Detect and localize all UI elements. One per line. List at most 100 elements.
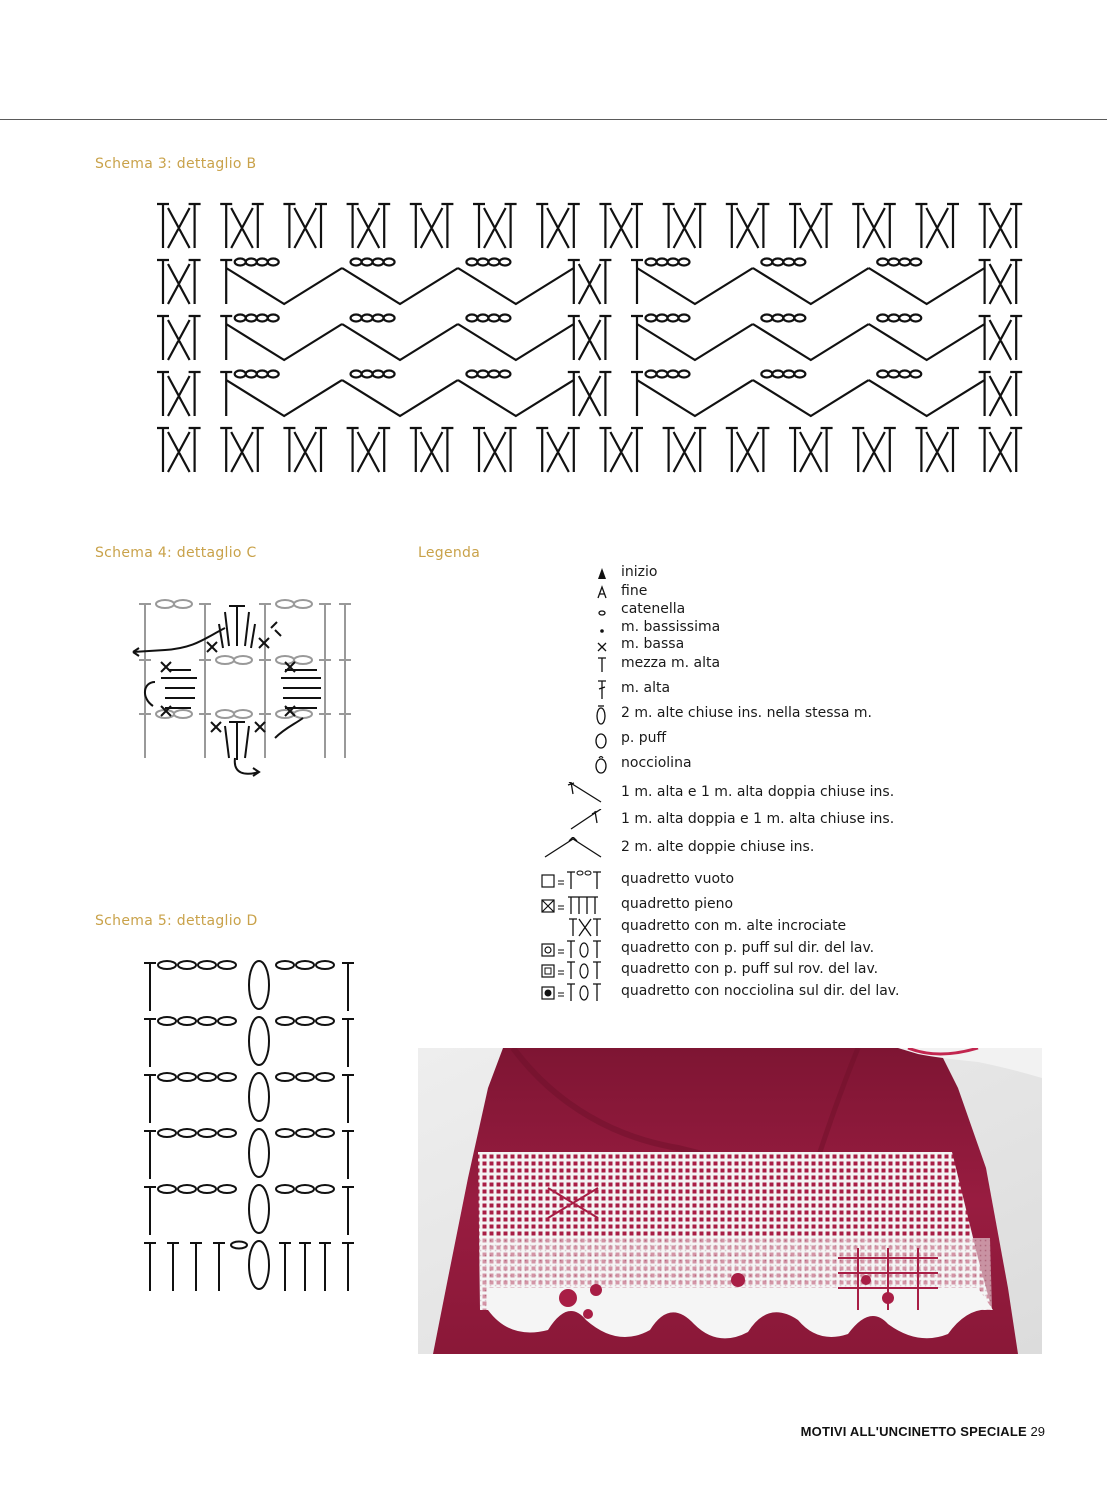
chain-stitch xyxy=(373,371,384,378)
top-rule xyxy=(0,119,1107,120)
chain-stitch xyxy=(246,315,257,322)
chain-stitch xyxy=(657,315,668,322)
chain-stitch xyxy=(657,371,668,378)
nocciolina-icon xyxy=(535,753,615,775)
legend-label: 2 m. alte doppie chiuse ins. xyxy=(621,839,814,855)
chain-stitch xyxy=(877,259,888,266)
chain-stitch xyxy=(668,371,679,378)
puff-stitch xyxy=(249,1185,269,1233)
legend-label: 1 m. alta doppia e 1 m. alta chiuse ins. xyxy=(621,811,894,827)
chain-stitch xyxy=(351,259,362,266)
legend-label: 1 m. alta e 1 m. alta doppia chiuse ins. xyxy=(621,784,894,800)
quadretto-puff-dir-icon xyxy=(535,938,615,960)
chain-stitch xyxy=(794,315,805,322)
legend-item: m. alta xyxy=(535,678,955,700)
puff-stitch xyxy=(249,1241,269,1289)
chain-stitch xyxy=(235,259,246,266)
chain-stitch xyxy=(373,315,384,322)
chain-stitch xyxy=(466,315,477,322)
legend-item: 1 m. alta doppia e 1 m. alta chiuse ins. xyxy=(535,809,955,831)
chain-stitch xyxy=(316,1017,334,1025)
legend-label: p. puff xyxy=(621,730,666,746)
schema3-title: Schema 3: dettaglio B xyxy=(95,156,256,172)
chain-stitch xyxy=(316,1073,334,1081)
schema5-stitches xyxy=(144,963,354,1291)
chain-stitch xyxy=(499,371,510,378)
chain-stitch xyxy=(257,371,268,378)
chain-stitch xyxy=(316,1185,334,1193)
chain-stitch xyxy=(783,259,794,266)
alta-doppia-icon xyxy=(535,782,615,804)
chain-stitch xyxy=(316,1129,334,1137)
chain-stitch xyxy=(679,259,690,266)
chain-stitch xyxy=(910,371,921,378)
chain-stitch xyxy=(888,259,899,266)
magazine-title: MOTIVI ALL'UNCINETTO SPECIALE xyxy=(801,1424,1027,1439)
legend-item: 2 m. alte doppie chiuse ins. xyxy=(535,837,955,859)
chain-stitch xyxy=(877,371,888,378)
chain-stitch xyxy=(218,1185,236,1193)
puff-stitch xyxy=(249,1073,269,1121)
chain-stitch xyxy=(198,1185,216,1193)
chain-stitch xyxy=(257,259,268,266)
two-doppie-icon xyxy=(535,837,615,859)
chain-stitch xyxy=(316,961,334,969)
legend-list: inizio fine catenella m. bassissima m. b… xyxy=(535,562,955,1012)
chain-stitch xyxy=(783,315,794,322)
chain-stitch xyxy=(668,259,679,266)
legend-label: quadretto con p. puff sul dir. del lav. xyxy=(621,940,874,956)
chain-stitch xyxy=(235,371,246,378)
chain-stitch xyxy=(466,371,477,378)
chain-stitch xyxy=(362,371,373,378)
chain-stitch xyxy=(257,315,268,322)
chain-stitch xyxy=(276,961,294,969)
schema3-diagram xyxy=(155,198,1030,478)
chain-stitch xyxy=(362,315,373,322)
alta-icon xyxy=(535,678,615,700)
chain-stitch xyxy=(296,961,314,969)
chain-stitch xyxy=(888,315,899,322)
chain-stitch xyxy=(783,371,794,378)
legend-title: Legenda xyxy=(418,545,480,561)
chain-stitch xyxy=(477,259,488,266)
chain-stitch xyxy=(246,259,257,266)
chain-stitch xyxy=(296,1073,314,1081)
puff-stitch xyxy=(249,961,269,1009)
chain-stitch xyxy=(466,259,477,266)
chain-stitch xyxy=(231,1242,247,1249)
legend-label: quadretto con p. puff sul rov. del lav. xyxy=(621,961,878,977)
two-alte-icon xyxy=(535,703,615,725)
legend-item: quadretto vuoto xyxy=(535,869,955,891)
chain-stitch xyxy=(351,371,362,378)
chain-stitch xyxy=(235,315,246,322)
chain-stitch xyxy=(679,371,690,378)
quadretto-nocciolina-icon xyxy=(535,981,615,1003)
legend-item: 2 m. alte chiuse ins. nella stessa m. xyxy=(535,703,955,725)
crochet-border-photo xyxy=(418,1048,1042,1354)
chain-stitch xyxy=(158,1017,176,1025)
chain-stitch xyxy=(384,371,395,378)
chain-stitch xyxy=(910,259,921,266)
chain-stitch xyxy=(198,1017,216,1025)
chain-stitch xyxy=(296,1185,314,1193)
chain-stitch xyxy=(218,1017,236,1025)
legend-label: fine xyxy=(621,583,647,599)
chain-stitch xyxy=(178,961,196,969)
chain-stitch xyxy=(772,315,783,322)
chain-stitch xyxy=(158,961,176,969)
chain-stitch xyxy=(761,259,772,266)
chain-stitch xyxy=(679,315,690,322)
legend-item: quadretto con p. puff sul rov. del lav. xyxy=(535,959,955,981)
chain-stitch xyxy=(276,1129,294,1137)
chain-stitch xyxy=(351,315,362,322)
chain-stitch xyxy=(646,259,657,266)
chain-stitch xyxy=(296,1129,314,1137)
legend-label: nocciolina xyxy=(621,755,692,771)
chain-stitch xyxy=(158,1129,176,1137)
chain-stitch xyxy=(488,259,499,266)
schema4-title: Schema 4: dettaglio C xyxy=(95,545,257,561)
chain-stitch xyxy=(477,371,488,378)
legend-label: mezza m. alta xyxy=(621,655,720,671)
chain-stitch xyxy=(198,961,216,969)
legend-label: quadretto con nocciolina sul dir. del la… xyxy=(621,983,899,999)
